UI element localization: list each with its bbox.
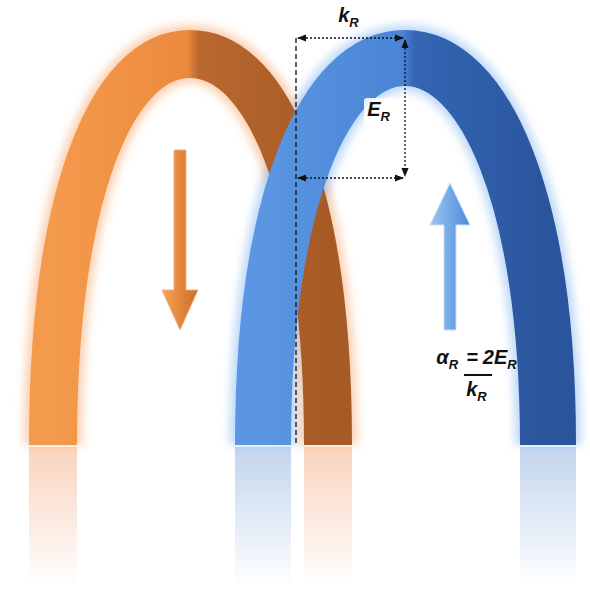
label-row: kR	[338, 4, 362, 30]
subscript: R	[449, 357, 458, 372]
symbol: α	[436, 346, 448, 368]
spin-down-arrow	[162, 150, 198, 330]
rashba-formula: αR=2ERkR	[434, 346, 521, 405]
subscript: R	[349, 15, 358, 30]
er-dimension	[404, 40, 405, 176]
label-row: kR	[464, 374, 492, 404]
reflection	[29, 447, 77, 587]
kr-dimension	[298, 177, 403, 178]
reflection	[235, 447, 291, 587]
kr-dimension	[298, 37, 403, 38]
reflection	[520, 447, 576, 587]
er-label: ER	[364, 98, 396, 124]
symbol: k	[338, 4, 349, 26]
subscript: R	[507, 357, 516, 372]
symbol: =	[466, 346, 478, 368]
symbol: k	[466, 378, 477, 400]
kr-label: kR	[338, 4, 362, 30]
label-row: ER	[367, 98, 393, 124]
reflection	[304, 447, 352, 587]
symbol: 2E	[483, 346, 507, 368]
subscript: R	[477, 389, 486, 404]
spin-up-arrow	[430, 183, 470, 330]
label-row: αR=2ER	[434, 346, 521, 372]
dashed-guide	[295, 38, 296, 445]
subscript: R	[380, 109, 389, 124]
symbol: E	[367, 98, 380, 120]
